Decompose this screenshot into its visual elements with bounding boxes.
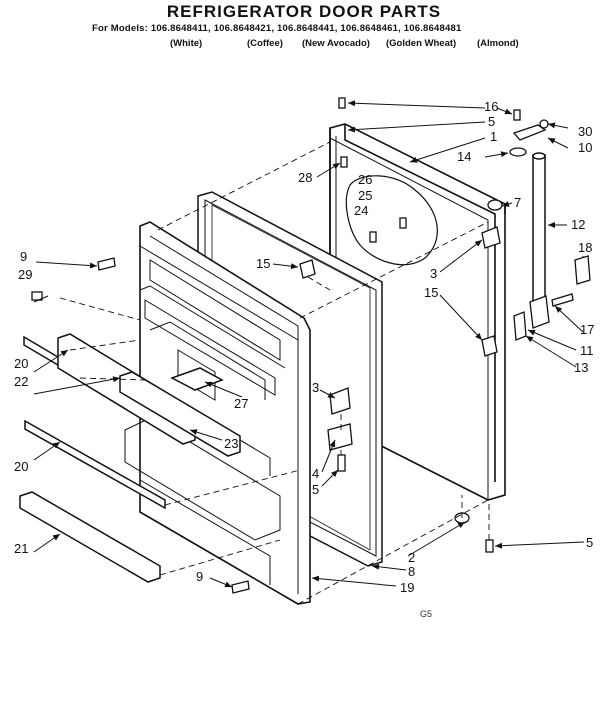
label-27: 27 [234,396,248,411]
color-almond: (Almond) [477,38,519,49]
shelves-and-bars [19,333,241,583]
label-29: 29 [18,267,32,282]
label-18: 18 [578,240,592,255]
label-8: 8 [408,564,415,579]
callout-labels: 16 5 30 1 10 14 28 26 25 24 7 12 9 29 15… [14,99,594,619]
label-22: 22 [14,374,28,389]
label-25: 25 [358,188,372,203]
hardware-parts [31,97,591,594]
inner-door-liner [124,221,311,605]
label-9-top: 9 [20,249,27,264]
color-coffee: (Coffee) [247,38,283,49]
label-28: 28 [298,170,312,185]
label-10: 10 [578,140,592,155]
label-9-bottom: 9 [196,569,203,584]
label-20-lower: 20 [14,459,28,474]
color-new-avocado: (New Avocado) [302,38,370,49]
label-2: 2 [408,550,415,565]
diagram-title: REFRIGERATOR DOOR PARTS [166,2,442,21]
label-3-lower: 3 [312,380,319,395]
label-30: 30 [578,124,592,139]
label-3-upper: 3 [430,266,437,281]
leader-lines [33,100,585,588]
hinge-pin [532,152,546,302]
label-15-left: 15 [256,256,270,271]
model-numbers: For Models: 106.8648411, 106.8648421, 10… [92,23,462,34]
label-26: 26 [358,172,372,187]
color-golden-wheat: (Golden Wheat) [386,38,457,49]
label-23: 23 [224,436,238,451]
label-21: 21 [14,541,28,556]
label-24: 24 [354,203,368,218]
detail-outline [345,175,438,266]
label-4: 4 [312,466,319,481]
label-5-lower: 5 [312,482,319,497]
label-11: 11 [580,343,594,358]
label-17: 17 [580,322,594,337]
figure-code: G5 [420,609,432,619]
label-13: 13 [574,360,588,375]
label-1: 1 [490,129,497,144]
label-19: 19 [400,580,414,595]
label-16: 16 [484,99,498,114]
label-12: 12 [571,217,585,232]
label-20-upper: 20 [14,356,28,371]
label-7: 7 [514,195,521,210]
label-15-right: 15 [424,285,438,300]
label-5-bottom: 5 [586,535,593,550]
color-white: (White) [170,38,203,49]
label-14: 14 [457,149,471,164]
label-5-top: 5 [488,114,495,129]
